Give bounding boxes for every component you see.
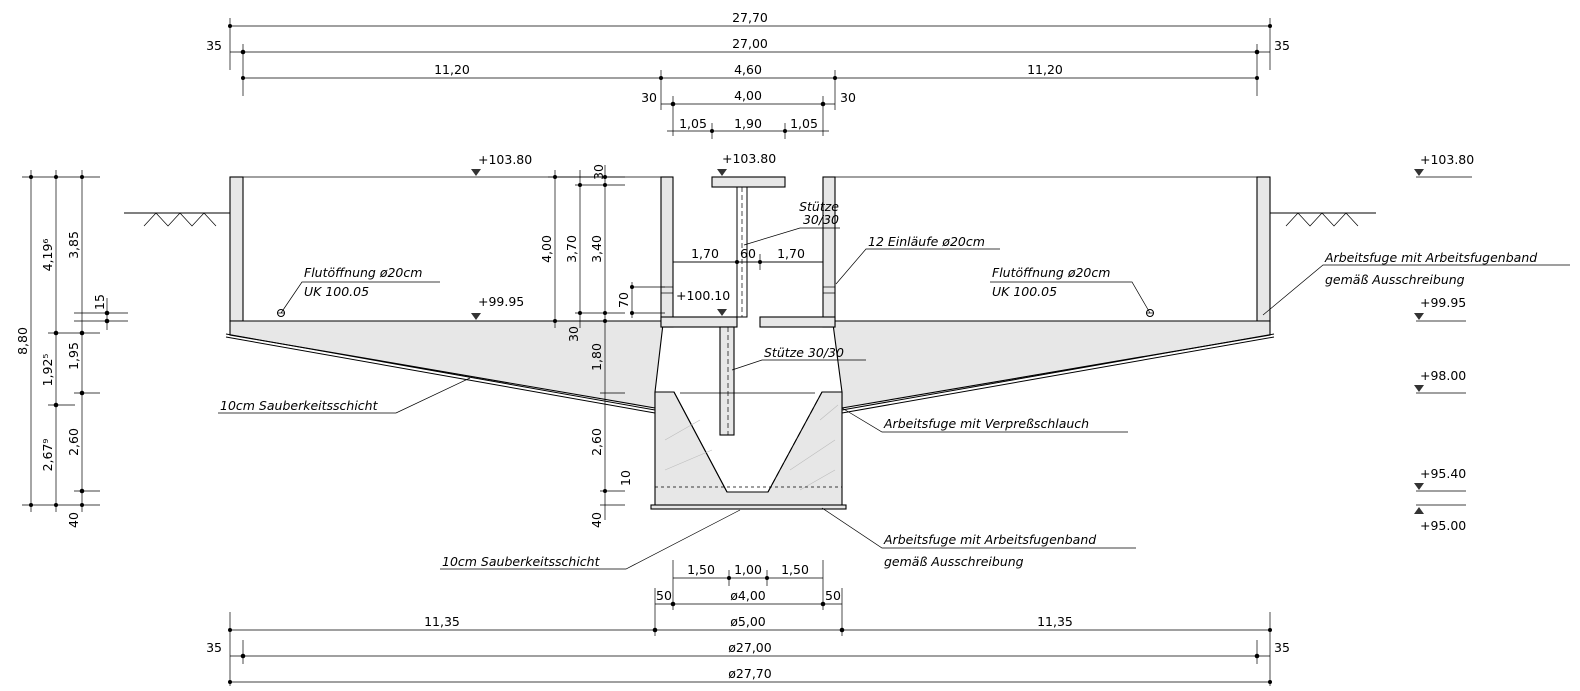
right-wall [1256,176,1271,322]
dim-b-left-span: 11,35 [424,614,460,629]
dim-b-27-00: ø27,00 [728,640,771,655]
label-einlaeufe: 12 Einläufe ø20cm [868,234,985,249]
dim-w-60: 60 [740,246,756,261]
dim-b-wall-left: 50 [656,588,672,603]
dim-right-span: 11,20 [1027,62,1063,77]
floor-slab-right [832,320,1271,409]
column-head [711,176,786,188]
blinding-bottom [650,504,847,510]
dim-left-span: 11,20 [434,62,470,77]
dim-left-part3: 2,67⁹ [40,439,55,472]
level-right-10380: +103.80 [1420,152,1474,167]
level-markers: +103.80 +103.80 +99.95 +100.10 +103.80 +… [471,151,1474,533]
dim-left-part1: 4,19⁶ [40,239,55,272]
dim-seg-c: 1,05 [790,116,818,131]
label-arbeitsfuge-band-r1: Arbeitsfuge mit Arbeitsfugenband [1324,250,1537,265]
dim-left-h4: 2,60 [66,428,81,456]
dim-c-2-60: 2,60 [589,428,604,456]
dim-b-wall-right: 50 [825,588,841,603]
annotations: Flutöffnung ø20cm UK 100.05 Flutöffnung … [218,199,1570,570]
label-stuetze-mid: Stütze 30/30 [764,345,844,360]
dim-c-4-00: 4,00 [539,235,554,263]
dim-w-1-70-right: 1,70 [777,246,805,261]
level-waterline: +99.95 [478,294,524,309]
dim-top-right-wall: 35 [1274,38,1290,53]
dim-left-h1: 3,85 [66,231,81,259]
level-triangle-top-left [471,169,481,176]
level-triangle-shaft [717,309,727,316]
level-right-9500: +95.00 [1420,518,1466,533]
dim-c-10: 10 [618,470,633,486]
level-right-9540: +95.40 [1420,466,1466,481]
dim-shaft-wall-left: 30 [641,90,657,105]
dim-b-mid-dia: ø5,00 [730,614,766,629]
label-flut-left-1: Flutöffnung ø20cm [304,265,422,280]
dim-c-70: 70 [616,292,631,308]
left-dimensions: 8,80 4,19⁶ 1,92⁵ 2,67⁹ 3,85 15 1,95 2,60… [15,170,128,528]
dim-b-1-50-right: 1,50 [781,562,809,577]
label-sauber-left: 10cm Sauberkeitsschicht [220,398,379,413]
dim-b-left-wall: 35 [206,640,222,655]
level-triangle-waterline [471,313,481,320]
label-sauber-bottom: 10cm Sauberkeitsschicht [442,554,601,569]
label-flut-right-1: Flutöffnung ø20cm [992,265,1110,280]
label-stuetze-top-2: 30/30 [803,212,839,227]
dim-center-4-60: 4,60 [734,62,762,77]
center-dimensions: 30 4,00 3,70 3,40 70 30 1,80 2,60 10 40 … [539,164,823,528]
shaft-floor-left [660,316,738,328]
dim-w-1-70-left: 1,70 [691,246,719,261]
level-top-center: +103.80 [722,151,776,166]
dim-seg-b: 1,90 [734,116,762,131]
label-arbeitsfuge-band-b1: Arbeitsfuge mit Arbeitsfugenband [883,532,1096,547]
label-arbeitsfuge-band-b2: gemäß Ausschreibung [884,554,1024,569]
dim-b-1-50-left: 1,50 [687,562,715,577]
dim-b-inner-dia: ø4,00 [730,588,766,603]
level-right-9800: +98.00 [1420,368,1466,383]
dim-b-27-70: ø27,70 [728,666,771,681]
dim-left-h3: 1,95 [66,342,81,370]
bottom-dimension-chains: 1,50 1,00 1,50 50 ø4,00 50 11,35 ø5,00 1… [206,560,1290,686]
top-dimension-chains: 27,70 27,00 35 35 11,20 4,60 11,20 30 4,… [206,10,1290,139]
label-arbeitsfuge-verpress: Arbeitsfuge mit Verpreßschlauch [883,416,1089,431]
dim-left-part2: 1,92⁵ [40,354,55,387]
dim-27-70: 27,70 [732,10,768,25]
label-flut-left-2: UK 100.05 [304,284,369,299]
dim-b-1-00: 1,00 [734,562,762,577]
dim-top-left-wall: 35 [206,38,222,53]
dim-c-1-80: 1,80 [589,343,604,371]
dim-c-30-bot: 30 [566,326,581,342]
level-right-9995: +99.95 [1420,295,1466,310]
dim-27-00: 27,00 [732,36,768,51]
shaft-floor-right [759,316,836,328]
level-triangle-top-center [717,169,727,176]
dim-b-right-span: 11,35 [1037,614,1073,629]
dim-c-3-40: 3,40 [589,235,604,263]
tank-structure [124,176,1376,510]
level-shaft-bottom: +100.10 [676,288,730,303]
dim-c-3-70: 3,70 [564,235,579,263]
dim-left-h2: 15 [92,294,107,310]
dim-left-h5: 40 [66,512,81,528]
label-arbeitsfuge-band-r2: gemäß Ausschreibung [1325,272,1465,287]
left-wall [229,176,244,322]
dim-shaft-wall-right: 30 [840,90,856,105]
label-flut-right-2: UK 100.05 [992,284,1057,299]
label-stuetze-top-1: Stütze [799,199,839,214]
dim-b-right-wall: 35 [1274,640,1290,655]
shaft-wall-left [660,176,674,328]
column-lower [719,326,735,436]
dim-c-40: 40 [589,512,604,528]
level-top-left: +103.80 [478,152,532,167]
dim-left-total: 8,80 [15,327,30,355]
dim-seg-a: 1,05 [679,116,707,131]
dim-shaft-inner: 4,00 [734,88,762,103]
dim-c-30-top: 30 [591,164,606,180]
